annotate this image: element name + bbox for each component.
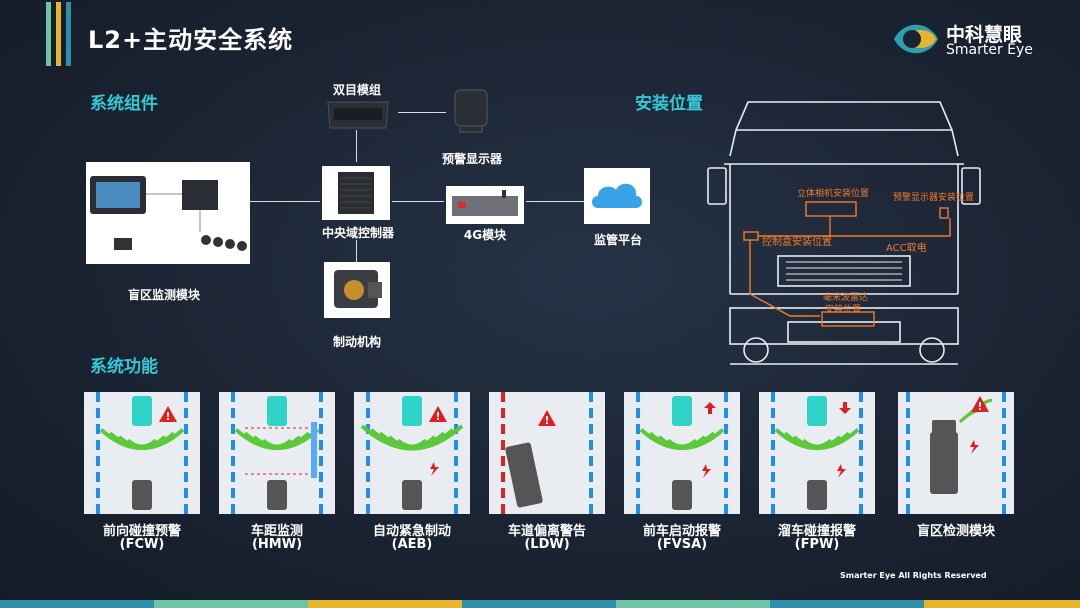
connector-stereo-controller (356, 130, 357, 162)
bottom-bar-segment (0, 600, 154, 608)
function-illustration (636, 392, 728, 514)
bottom-bar-segment (770, 600, 924, 608)
bottom-bar-segment (154, 600, 308, 608)
truck-outline-icon (707, 101, 981, 365)
function-card-1: ! (84, 392, 200, 514)
bottom-bar-segment (924, 600, 1080, 608)
connector-controller-4g (392, 201, 444, 202)
svg-text:!: ! (435, 410, 440, 423)
function-card-6 (759, 392, 875, 514)
central-controller-device (322, 166, 390, 220)
logo-cn-text: 中科慧眼 (946, 24, 1023, 46)
logo-en-text: Smarter Eye (946, 42, 1033, 58)
function-abbreviation: (FCW) (119, 537, 165, 552)
camera-install-label: 立体相机安装位置 (797, 189, 870, 199)
svg-text:!: ! (977, 400, 982, 413)
page-title: L2+主动安全系统 (88, 26, 294, 54)
function-illustration: ! (501, 392, 593, 514)
stereo-camera-icon (327, 101, 389, 129)
company-logo (892, 18, 940, 60)
monitor-platform-device (584, 168, 650, 224)
warning-display-label: 预警显示器 (441, 152, 502, 166)
stereo-module-device (324, 98, 392, 132)
function-abbreviation: (LDW) (524, 537, 570, 552)
functions-heading: 系统功能 (90, 357, 158, 377)
display-device-icon (454, 89, 488, 133)
connector-blindspot-controller (250, 201, 320, 202)
function-illustration: ! (360, 392, 464, 514)
router-icon (452, 190, 518, 216)
warning-triangle-icon: ! (971, 396, 989, 413)
svg-text:!: ! (165, 410, 170, 423)
warning-display-device (452, 88, 490, 136)
function-name: 车距监测 (250, 524, 303, 539)
bottom-bar-segment (462, 600, 616, 608)
blind-spot-label: 盲区监测模块 (127, 288, 200, 302)
copyright-text: Smarter Eye All Rights Reserved (840, 571, 987, 580)
function-card-3: ! (354, 392, 470, 514)
function-card-5 (624, 392, 740, 514)
display-install-label: 预警显示器安装位置 (893, 193, 975, 203)
function-illustration (231, 392, 323, 514)
warning-triangle-icon: ! (538, 410, 556, 427)
function-illustration: ! (96, 392, 188, 514)
blind-spot-device (86, 162, 250, 264)
function-name: 溜车碰撞报警 (777, 524, 856, 539)
function-name: 自动紧急制动 (372, 524, 451, 539)
acc-power-label: ACC取电 (886, 243, 927, 254)
brake-device (324, 262, 390, 318)
connector-4g-platform (526, 201, 584, 202)
function-abbreviation: (FPW) (794, 537, 840, 552)
install-wiring-lines (743, 201, 951, 327)
warning-triangle-icon: ! (429, 406, 447, 423)
connector-controller-brake (356, 240, 357, 262)
truck-install-diagram (700, 94, 990, 384)
brake-actuator-icon (334, 270, 382, 308)
bottom-bar-segment (308, 600, 462, 608)
function-abbreviation: (FVSA) (656, 537, 708, 552)
function-name: 前向碰撞预警 (102, 524, 181, 539)
radar-install-label-1: 毫米波雷达 (823, 293, 869, 303)
blind-spot-kit-icon (90, 176, 247, 251)
function-illustration (771, 392, 863, 514)
connector-stereo-display (398, 112, 446, 113)
components-heading: 系统组件 (90, 94, 158, 114)
svg-text:!: ! (544, 414, 549, 427)
function-card-7: ! (898, 392, 1014, 514)
monitor-platform-label: 监管平台 (593, 233, 642, 247)
controller-box-icon (338, 172, 374, 214)
control-box-install-label: 控制盒安装位置 (762, 237, 832, 248)
brake-label: 制动机构 (332, 335, 381, 349)
eye-logo-icon (894, 24, 938, 54)
function-abbreviation: (AEB) (391, 537, 433, 552)
module-4g-device (446, 186, 524, 224)
radar-install-label-2: 安装位置 (825, 305, 862, 315)
warning-triangle-icon: ! (159, 406, 177, 423)
module-4g-label: 4G模块 (463, 228, 507, 242)
function-card-2 (219, 392, 335, 514)
function-abbreviation: (HMW) (251, 537, 303, 552)
stereo-module-label: 双目模组 (332, 83, 381, 97)
function-card-4: ! (489, 392, 605, 514)
bottom-bar-segment (616, 600, 770, 608)
function-name: 前车启动报警 (642, 524, 721, 539)
install-heading: 安装位置 (635, 94, 703, 114)
function-name: 车道偏离警告 (507, 524, 586, 539)
function-illustration: ! (906, 392, 1006, 514)
cloud-icon (592, 183, 642, 208)
central-controller-label: 中央域控制器 (321, 226, 394, 240)
function-name: 盲区检测模块 (916, 524, 995, 539)
